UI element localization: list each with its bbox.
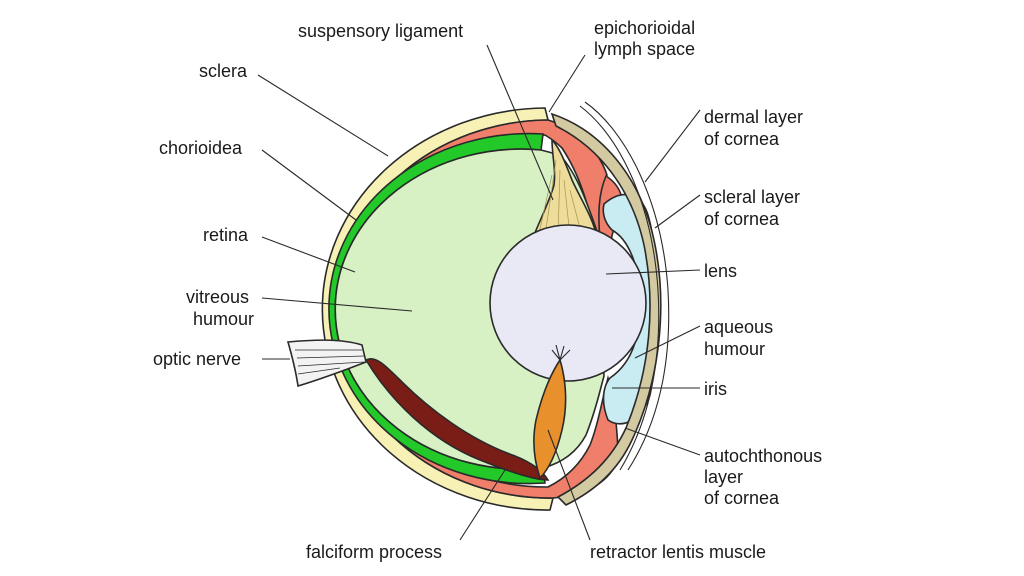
lens-shape (489, 224, 647, 382)
leader-lens (605, 269, 701, 275)
label-sclera: sclera (199, 61, 248, 81)
label-optic-nerve: optic nerve (153, 349, 241, 369)
leader-vitreous (261, 297, 413, 312)
dermal-layer-line-outer (584, 101, 670, 471)
leader-retractor (547, 429, 591, 541)
label-autochthonous-layer-of-cornea: autochthonous layer of cornea (704, 446, 827, 508)
label-epichorioidal-lymph-space: epichorioidal lymph space (594, 18, 700, 59)
label-scleral-layer-of-cornea: scleral layer of cornea (704, 187, 805, 229)
label-aqueous-humour: aqueous humour (704, 317, 778, 359)
leader-suspensory-ligament (486, 44, 554, 201)
optic-nerve-fibers (295, 349, 365, 375)
leader-falciform (459, 469, 506, 541)
suspensory-ligament-fibers (537, 159, 583, 239)
label-iris: iris (704, 379, 727, 399)
label-chorioidea: chorioidea (159, 138, 243, 158)
cornea-middle-shape (550, 112, 662, 506)
leader-chorioidea (261, 149, 357, 221)
label-lens: lens (704, 261, 737, 281)
leader-autochthonous (624, 427, 701, 456)
label-dermal-layer-of-cornea: dermal layer of cornea (704, 107, 808, 149)
label-falciform-process: falciform process (306, 542, 442, 562)
dermal-layer-line-inner (579, 105, 660, 471)
retractor-lentis-muscle-shape (533, 358, 567, 480)
leader-dermal-layer (644, 109, 701, 183)
label-retractor-lentis-muscle: retractor lentis muscle (590, 542, 766, 562)
label-retina: retina (203, 225, 249, 245)
leader-scleral-layer (654, 194, 701, 229)
leader-retina (261, 236, 356, 273)
optic-nerve-shape (286, 339, 367, 388)
retractor-lentis-tendon (551, 344, 571, 361)
leader-epichorioidal (548, 54, 586, 113)
label-suspensory-ligament: suspensory ligament (298, 21, 463, 41)
label-vitreous-humour: vitreous humour (186, 287, 254, 329)
leader-sclera (257, 74, 389, 157)
leader-aqueous (634, 325, 701, 359)
